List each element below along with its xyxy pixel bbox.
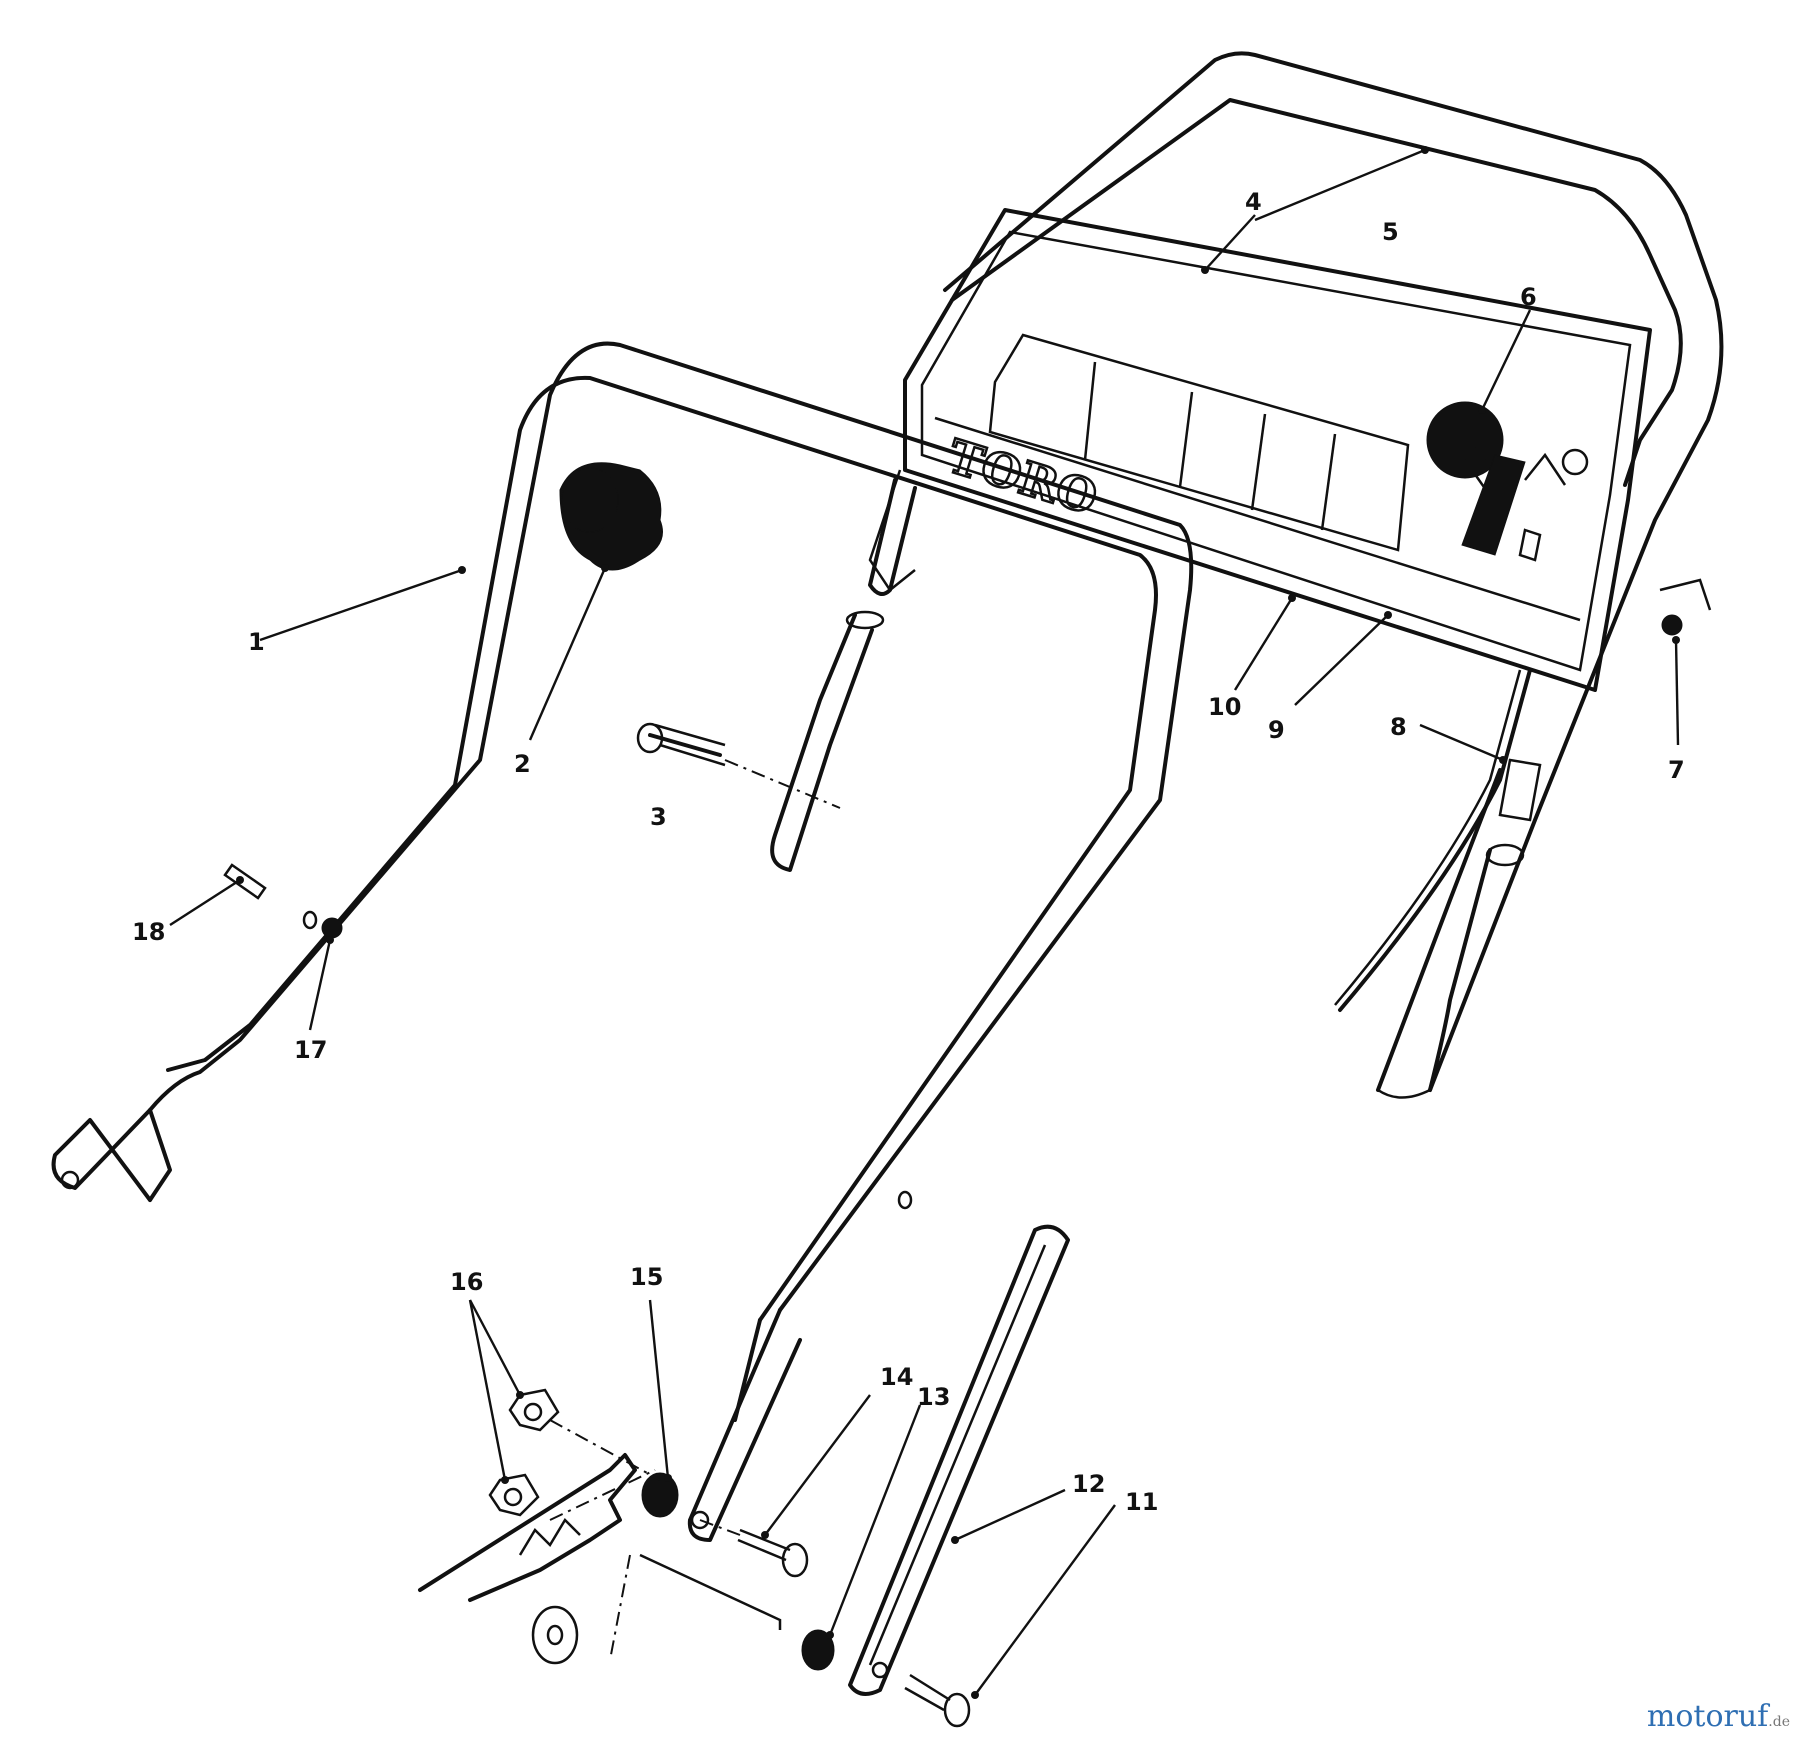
callout-5: 5 xyxy=(1382,218,1399,246)
bolt-11 xyxy=(904,1673,971,1728)
bolt-14 xyxy=(699,1519,809,1578)
tube-section xyxy=(770,478,1525,1092)
callout-4: 4 xyxy=(1245,188,1262,216)
bushing-upper xyxy=(641,1472,679,1518)
upper-handle xyxy=(943,51,1724,1099)
callout-10: 10 xyxy=(1208,693,1241,721)
brand-logo: TORO xyxy=(942,429,1104,525)
callout-leaders xyxy=(169,146,1680,1699)
carriage-bolt xyxy=(636,722,841,809)
watermark-name: motoruf xyxy=(1646,1699,1769,1734)
lower-bar xyxy=(848,1224,1070,1696)
watermark: motoruf.de xyxy=(1647,1699,1790,1734)
callout-2: 2 xyxy=(514,750,531,778)
callout-17: 17 xyxy=(294,1036,327,1064)
bushing-lower xyxy=(801,1629,835,1671)
watermark-suffix: .de xyxy=(1768,1714,1790,1730)
control-cable xyxy=(1334,668,1542,1012)
callout-14: 14 xyxy=(880,1363,913,1391)
callout-13: 13 xyxy=(917,1383,950,1411)
callout-labels: 1 2 3 4 5 6 7 8 9 10 11 12 13 14 15 16 1… xyxy=(132,188,1685,1516)
callout-3: 3 xyxy=(650,803,667,831)
callout-1: 1 xyxy=(248,628,265,656)
callout-11: 11 xyxy=(1125,1488,1158,1516)
callout-12: 12 xyxy=(1072,1470,1105,1498)
control-panel: TORO xyxy=(903,208,1652,692)
mounting-bracket xyxy=(418,1453,782,1665)
pin-and-clip xyxy=(223,863,343,939)
nuts xyxy=(488,1388,661,1517)
callout-18: 18 xyxy=(132,918,165,946)
callout-7: 7 xyxy=(1668,756,1685,784)
callout-9: 9 xyxy=(1268,716,1285,744)
screw xyxy=(1659,578,1712,636)
callout-6: 6 xyxy=(1520,283,1537,311)
lower-handle xyxy=(51,341,1194,1542)
callout-15: 15 xyxy=(630,1263,663,1291)
callout-8: 8 xyxy=(1390,713,1407,741)
adjustment-knob xyxy=(559,462,663,571)
callout-16: 16 xyxy=(450,1268,483,1296)
